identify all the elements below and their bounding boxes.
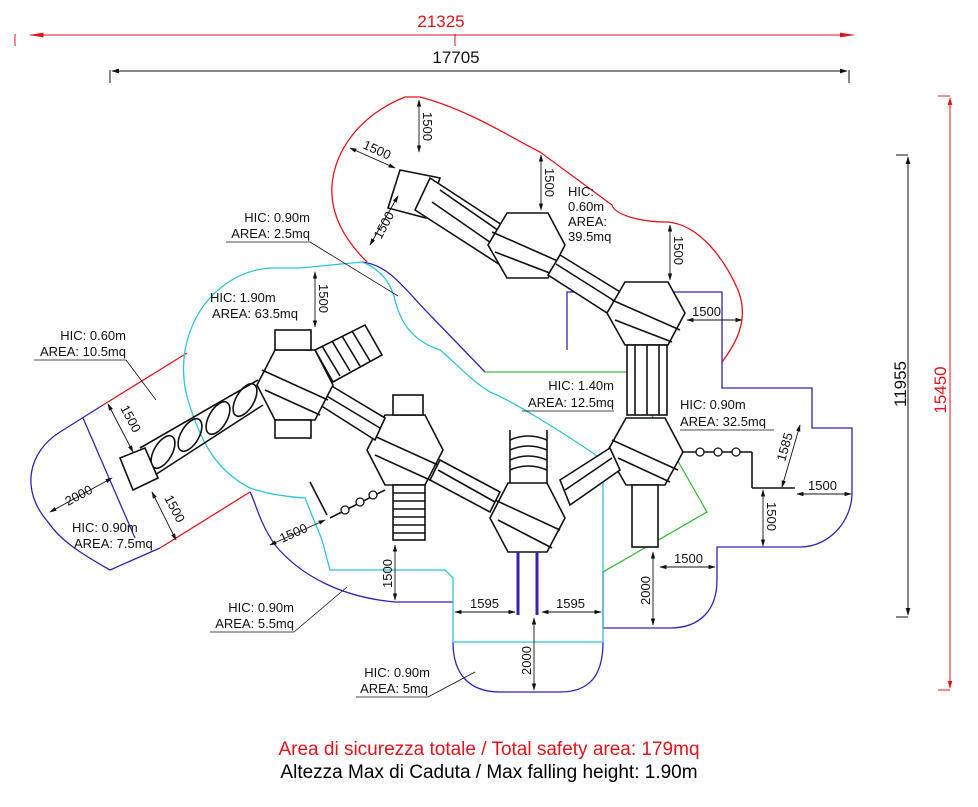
svg-text:HIC: 0.90m: HIC: 0.90m — [364, 665, 430, 680]
dim-label: 1500 — [671, 236, 686, 265]
svg-text:0.60m: 0.60m — [568, 199, 604, 214]
zone-label-top-slide: HIC: 0.60m AREA: 39.5mq — [568, 184, 611, 244]
zone-label-right: HIC: 0.90m AREA: 32.5mq — [680, 397, 774, 431]
dim-label: 1500 — [361, 137, 394, 162]
platform-hex-top — [487, 212, 566, 279]
panel-left-bottom — [274, 419, 312, 439]
equipment-depth-dimension: 11955 — [891, 154, 911, 618]
svg-text:AREA: 12.5mq: AREA: 12.5mq — [528, 395, 614, 410]
play-structure — [118, 169, 795, 615]
total-depth-dimension: 15450 — [931, 95, 953, 691]
svg-text:AREA:: AREA: — [568, 214, 607, 229]
zone-label-tube-slide: HIC: 0.60m AREA: 10.5mq — [34, 328, 157, 401]
safety-zone-upper-left-outline — [361, 261, 486, 373]
dim-label: 1500 — [542, 168, 557, 197]
svg-text:HIC: 0.90m: HIC: 0.90m — [228, 600, 294, 615]
zone-label-tube-exit: HIC: 0.90m AREA: 7.5mq — [72, 520, 153, 551]
zone-label-middle: HIC: 1.40m AREA: 12.5mq — [522, 378, 614, 412]
panel-middle-top — [392, 394, 424, 416]
svg-text:HIC: 0.60m: HIC: 0.60m — [60, 328, 126, 343]
balance-rail-left — [309, 481, 386, 519]
dim-label: 1595 — [556, 596, 585, 611]
curved-ladder — [509, 430, 548, 483]
equipment-width-label: 17705 — [432, 48, 479, 67]
safety-zone-right-outline — [566, 291, 853, 629]
svg-text:AREA: 10.5mq: AREA: 10.5mq — [40, 344, 126, 359]
total-width-label: 21325 — [417, 12, 464, 31]
svg-text:AREA: 7.5mq: AREA: 7.5mq — [74, 536, 153, 551]
svg-text:AREA: 5mq: AREA: 5mq — [360, 681, 428, 696]
dim-label: 1500 — [316, 284, 331, 313]
svg-text:AREA: 63.5mq: AREA: 63.5mq — [212, 306, 298, 321]
tube-zone-upper-edge — [102, 352, 188, 406]
platform-hex-right-lower — [606, 417, 684, 486]
equipment-width-dimension: 17705 — [109, 48, 850, 83]
svg-text:AREA: 5.5mq: AREA: 5.5mq — [215, 616, 294, 631]
svg-text:HIC:: HIC: — [568, 184, 594, 199]
dim-label: 1500 — [161, 492, 188, 525]
zone-label-upper-left: HIC: 0.90m AREA: 2.5mq — [226, 210, 399, 297]
dim-label: 1500 — [808, 478, 837, 493]
max-falling-height-text: Altezza Max di Caduta / Max falling heig… — [280, 762, 698, 783]
zone-label-central: HIC: 1.90m AREA: 63.5mq — [210, 290, 298, 321]
svg-text:HIC: 0.90m: HIC: 0.90m — [680, 397, 746, 412]
stairs-left — [313, 323, 384, 384]
dim-label: 1595 — [470, 596, 499, 611]
stairs-middle — [392, 484, 426, 541]
dim-label: 1500 — [764, 502, 779, 531]
total-width-dimension: 21325 — [14, 12, 856, 46]
svg-text:HIC: 0.90m: HIC: 0.90m — [244, 210, 310, 225]
equipment-depth-label: 11955 — [891, 361, 910, 407]
slide-right-down — [631, 484, 659, 548]
dim-label: 1500 — [380, 559, 395, 588]
clearance-dimensions — [49, 99, 852, 691]
dim-label: 1500 — [370, 209, 397, 242]
dim-label: 2000 — [638, 576, 653, 605]
panel-left-top — [274, 329, 312, 351]
zone-label-lower-left: HIC: 0.90m AREA: 5.5mq — [210, 586, 348, 633]
total-depth-label: 15450 — [931, 366, 950, 413]
balance-rail-right — [683, 447, 795, 489]
svg-text:HIC: 0.90m: HIC: 0.90m — [72, 520, 138, 535]
dim-label: 2000 — [519, 646, 534, 675]
dim-label: 1500 — [420, 112, 435, 141]
safety-zone-lower-left-outline — [249, 491, 453, 603]
svg-text:HIC: 1.90m: HIC: 1.90m — [210, 290, 276, 305]
svg-text:AREA: 2.5mq: AREA: 2.5mq — [231, 226, 310, 241]
safety-zone-bottom-outline — [452, 641, 604, 693]
safety-zone-top-slide-outline — [331, 96, 743, 363]
platform-hex-bottom-center — [489, 482, 566, 553]
dim-label: 1585 — [773, 431, 795, 463]
svg-text:39.5mq: 39.5mq — [568, 229, 611, 244]
safety-zone-central-outline — [182, 261, 604, 643]
svg-text:HIC: 1.40m: HIC: 1.40m — [548, 378, 614, 393]
dim-label: 2000 — [62, 482, 95, 509]
dim-label: 1500 — [692, 304, 721, 319]
svg-text:AREA: 32.5mq: AREA: 32.5mq — [680, 414, 766, 429]
dim-label: 1500 — [674, 551, 703, 566]
tube-slide — [118, 379, 264, 492]
dim-label: 1500 — [277, 520, 310, 545]
total-safety-area-text: Area di sicurezza totale / Total safety … — [278, 739, 700, 760]
zone-label-bottom: HIC: 0.90m AREA: 5mq — [356, 665, 476, 698]
platform-hex-right-upper — [606, 281, 686, 346]
